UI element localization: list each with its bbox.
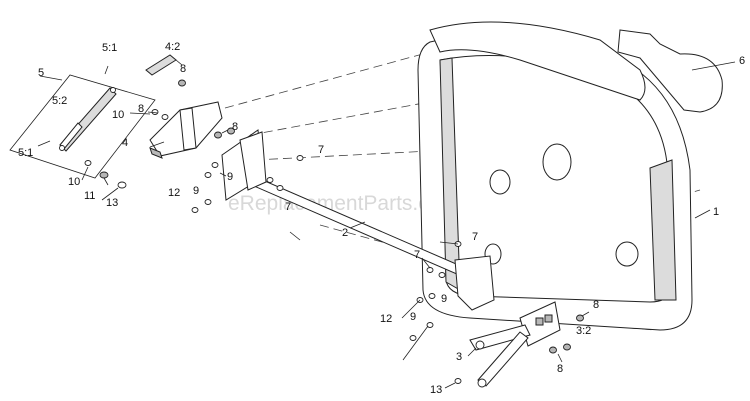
callout-5-1-top: 5:1 bbox=[102, 42, 117, 54]
callout-3: 3 bbox=[456, 351, 462, 363]
callout-12-b: 12 bbox=[380, 313, 392, 325]
hardware-group bbox=[84, 79, 584, 384]
callout-7-b: 7 bbox=[285, 201, 291, 213]
callout-1: 1 bbox=[713, 206, 719, 218]
callout-labels: 1 2 3 3:2 4 4:2 5 5:1 5:1 5:2 6 7 7 7 7 … bbox=[18, 41, 745, 396]
callout-9-a: 9 bbox=[227, 171, 233, 183]
hinge-plate-right bbox=[454, 255, 495, 311]
callout-5: 5 bbox=[38, 67, 44, 79]
callout-9-b: 9 bbox=[193, 185, 199, 197]
callout-10-b: 10 bbox=[68, 176, 80, 188]
callout-8-c: 8 bbox=[232, 121, 238, 133]
callout-5-1-bottom: 5:1 bbox=[18, 147, 33, 159]
hinge-bracket-part-3 bbox=[469, 301, 561, 388]
gas-spring-group-part-5 bbox=[9, 65, 156, 179]
callout-3-2: 3:2 bbox=[576, 325, 591, 337]
hinge-bracket-part-4 bbox=[149, 101, 223, 159]
callout-4: 4 bbox=[122, 137, 128, 149]
hinge-plate-left bbox=[221, 129, 267, 201]
callout-13-b: 13 bbox=[430, 384, 442, 396]
plate-part-4-2 bbox=[145, 54, 177, 76]
callout-5-2: 5:2 bbox=[52, 95, 67, 107]
callout-2: 2 bbox=[342, 227, 348, 239]
callout-6: 6 bbox=[739, 55, 745, 67]
callout-9-c: 9 bbox=[441, 293, 447, 305]
callout-9-d: 9 bbox=[410, 311, 416, 323]
callout-7-d: 7 bbox=[414, 249, 420, 261]
callout-13-a: 13 bbox=[106, 197, 118, 209]
callout-7-c: 7 bbox=[472, 231, 478, 243]
hood-frame-part-1 bbox=[417, 21, 693, 331]
callout-11: 11 bbox=[84, 190, 95, 202]
callout-10-a: 10 bbox=[112, 109, 124, 121]
callout-4-2: 4:2 bbox=[165, 41, 180, 53]
callout-8-d: 8 bbox=[593, 299, 599, 311]
callout-8-b: 8 bbox=[138, 103, 144, 115]
callout-8-a: 8 bbox=[180, 63, 186, 75]
callout-7-a: 7 bbox=[318, 144, 324, 156]
decal-part-6 bbox=[617, 29, 723, 113]
leader-lines bbox=[39, 59, 736, 389]
callout-12-a: 12 bbox=[168, 187, 180, 199]
callout-8-e: 8 bbox=[557, 363, 563, 375]
